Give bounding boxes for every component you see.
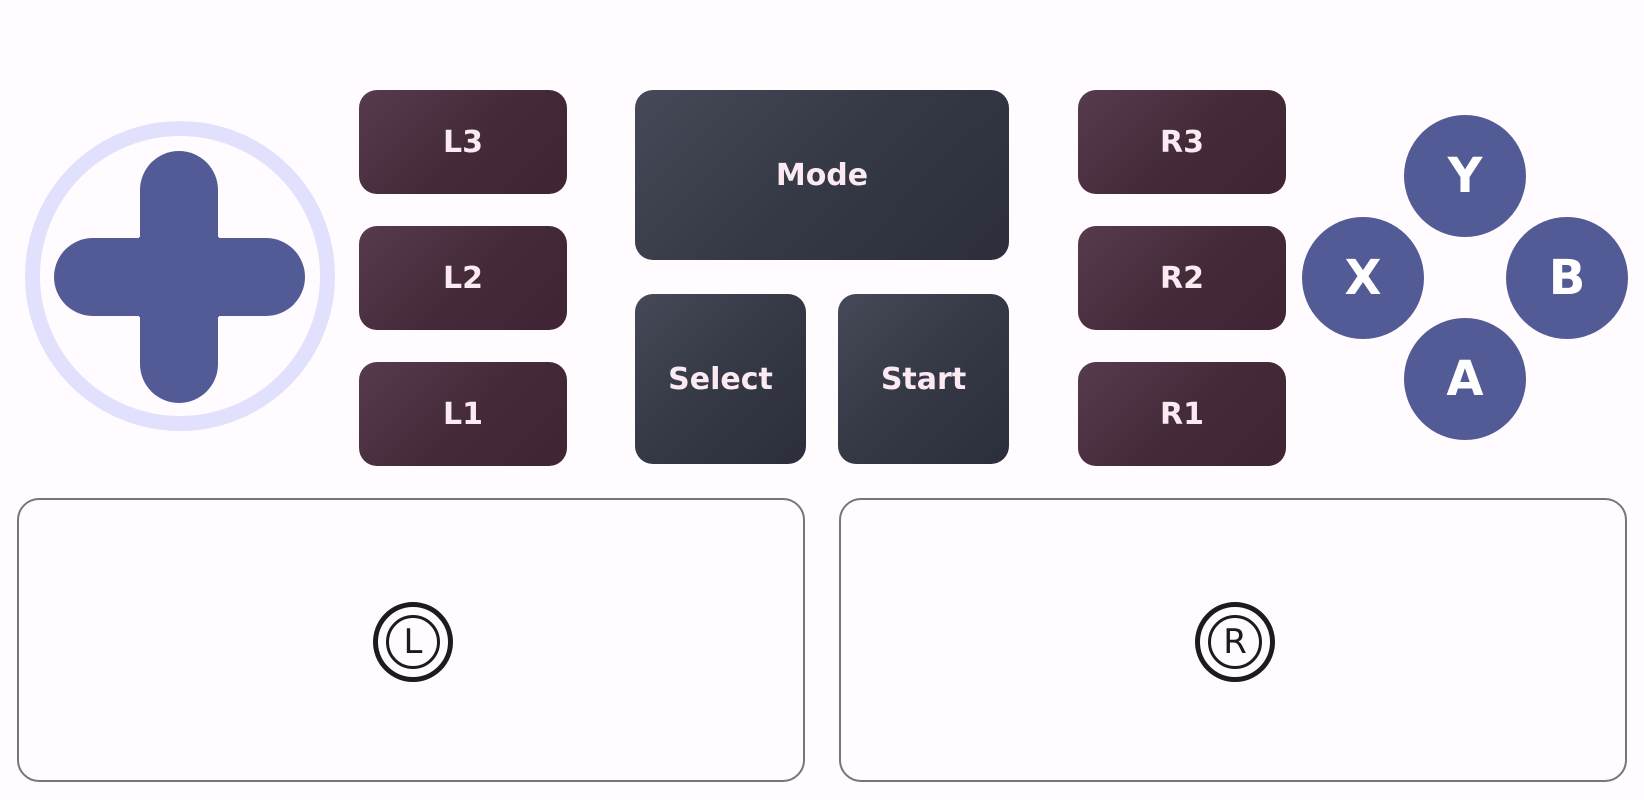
l1-button[interactable]: L1 (359, 362, 567, 466)
r1-label: R1 (1160, 396, 1204, 432)
mode-button[interactable]: Mode (635, 90, 1009, 260)
x-label: X (1344, 250, 1382, 306)
r2-button[interactable]: R2 (1078, 226, 1286, 330)
left-stick-area[interactable]: L (17, 498, 805, 782)
b-button[interactable]: B (1506, 217, 1628, 339)
select-button[interactable]: Select (635, 294, 806, 464)
select-label: Select (668, 361, 773, 397)
y-label: Y (1447, 148, 1483, 204)
y-button[interactable]: Y (1404, 115, 1526, 237)
a-button[interactable]: A (1404, 318, 1526, 440)
r2-label: R2 (1160, 260, 1204, 296)
start-label: Start (880, 361, 967, 397)
right-stick-area[interactable]: R (839, 498, 1627, 782)
left-stick-icon[interactable]: L (373, 602, 453, 682)
dpad-center (139, 237, 219, 317)
right-stick-label: R (1208, 615, 1262, 669)
mode-label: Mode (775, 157, 869, 193)
l2-label: L2 (443, 260, 483, 296)
l3-label: L3 (443, 124, 483, 160)
x-button[interactable]: X (1302, 217, 1424, 339)
r1-button[interactable]: R1 (1078, 362, 1286, 466)
l1-label: L1 (443, 396, 483, 432)
r3-label: R3 (1160, 124, 1204, 160)
right-stick-icon[interactable]: R (1195, 602, 1275, 682)
left-stick-label: L (386, 615, 440, 669)
start-button[interactable]: Start (838, 294, 1009, 464)
b-label: B (1548, 250, 1586, 306)
r3-button[interactable]: R3 (1078, 90, 1286, 194)
l3-button[interactable]: L3 (359, 90, 567, 194)
a-label: A (1446, 351, 1484, 407)
l2-button[interactable]: L2 (359, 226, 567, 330)
